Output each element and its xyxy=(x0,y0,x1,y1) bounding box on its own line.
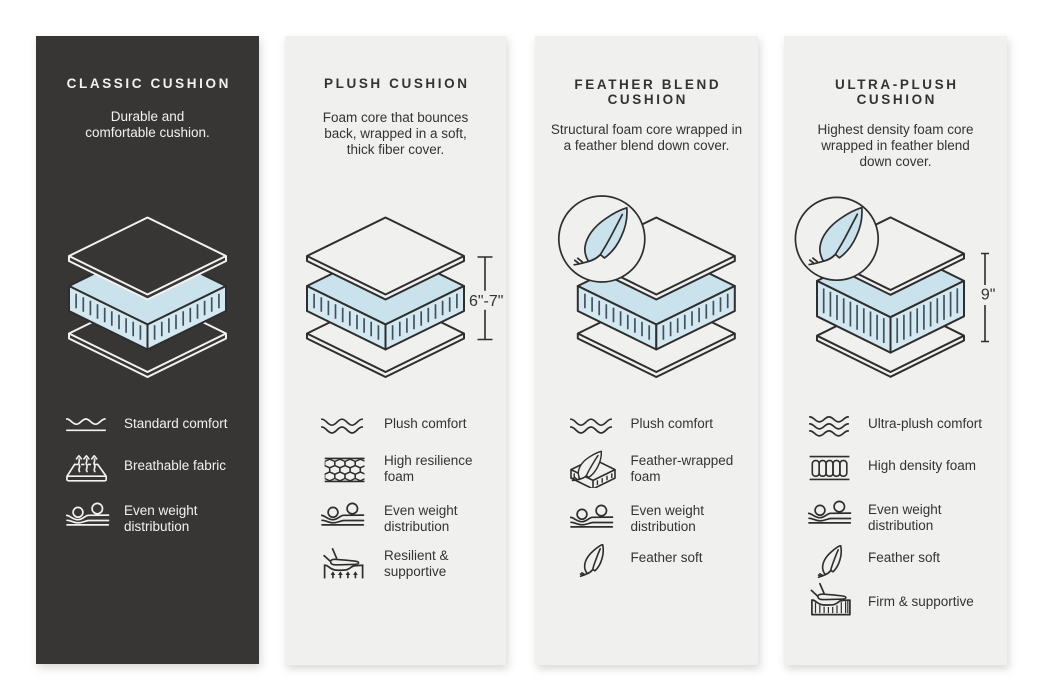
svg-text:9": 9" xyxy=(981,287,996,304)
svg-text:6"-7": 6"-7" xyxy=(469,293,503,310)
